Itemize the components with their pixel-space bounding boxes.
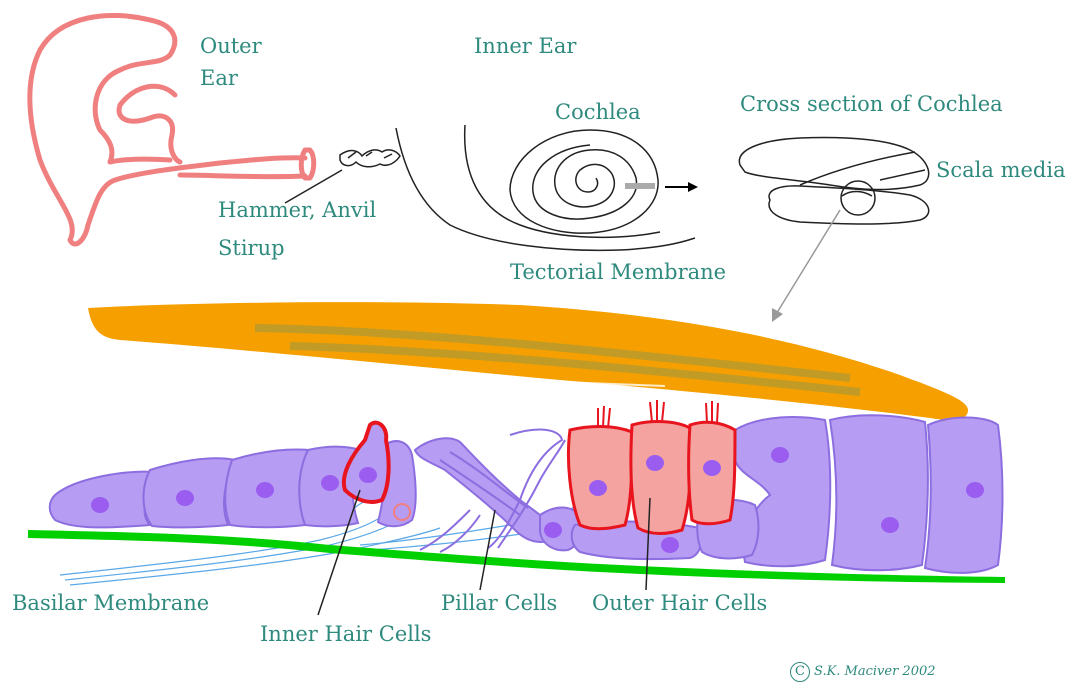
inner-ear-label: Inner Ear bbox=[474, 36, 576, 57]
tectorial-membrane-shape bbox=[88, 302, 968, 420]
cochlea-cross-section-drawing bbox=[739, 138, 928, 225]
outer-ear-label-line2: Ear bbox=[200, 68, 238, 89]
inner-hair-cells-label: Inner Hair Cells bbox=[260, 624, 431, 645]
copyright-notice: C S.K. Maciver 2002 bbox=[790, 662, 936, 682]
pillar-cells-pointer bbox=[480, 510, 495, 590]
outer-ear-label-line1: Outer bbox=[200, 36, 262, 57]
cross-section-label: Cross section of Cochlea bbox=[740, 94, 1003, 115]
outer-hair-cells bbox=[568, 400, 735, 534]
stirup-label: Stirup bbox=[218, 238, 285, 259]
ossicles-drawing bbox=[340, 150, 400, 167]
outer-hair-cell bbox=[631, 422, 691, 534]
supporting-cell bbox=[830, 415, 928, 570]
nucleus bbox=[966, 482, 984, 498]
copyright-text: S.K. Maciver 2002 bbox=[814, 664, 936, 679]
nucleus bbox=[544, 522, 562, 538]
nucleus bbox=[321, 475, 339, 491]
nucleus bbox=[661, 537, 679, 553]
tectorial-membrane-label: Tectorial Membrane bbox=[510, 262, 726, 283]
nerve-ending bbox=[394, 504, 410, 520]
outer-hair-cell bbox=[568, 426, 632, 528]
hammer-anvil-label: Hammer, Anvil bbox=[218, 200, 376, 221]
nucleus bbox=[91, 497, 109, 513]
nucleus bbox=[881, 517, 899, 533]
cochlea-to-cross-section-arrow bbox=[665, 182, 698, 192]
pillar-cell bbox=[415, 438, 560, 542]
supporting-cell bbox=[925, 418, 1003, 573]
pillar-cells-label: Pillar Cells bbox=[441, 593, 557, 614]
nucleus bbox=[771, 447, 789, 463]
scala-media-label: Scala media bbox=[936, 160, 1066, 181]
nucleus bbox=[256, 482, 274, 498]
copyright-symbol: C bbox=[790, 662, 810, 682]
zoom-arrow bbox=[772, 210, 840, 322]
nucleus bbox=[176, 490, 194, 506]
outer-hair-cells-label: Outer Hair Cells bbox=[592, 593, 767, 614]
cochlea-duct-marker bbox=[625, 183, 655, 189]
outer-hair-cell bbox=[689, 422, 735, 523]
cochlea-label: Cochlea bbox=[555, 102, 641, 123]
basilar-membrane-label: Basilar Membrane bbox=[12, 593, 209, 614]
